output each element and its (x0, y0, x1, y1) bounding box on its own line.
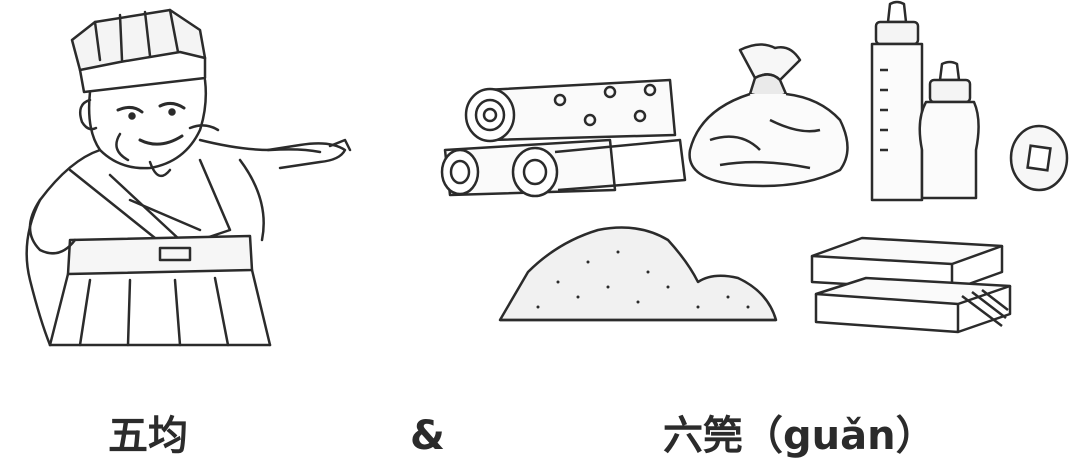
iron-bars (810, 236, 1012, 334)
salt-pile (498, 226, 778, 322)
small-bottle (918, 60, 980, 200)
illustration-panel (25, 0, 1069, 347)
tied-sack (688, 43, 849, 188)
caption-ampersand: & (410, 413, 445, 459)
official-figure (25, 8, 352, 347)
square-hole-coin (1009, 124, 1069, 192)
caption-liuguan: 六筦（guǎn） (663, 413, 936, 459)
caption-wujun: 五均 (108, 413, 188, 459)
large-bottle (870, 0, 924, 202)
cloth-bolts (440, 78, 687, 198)
